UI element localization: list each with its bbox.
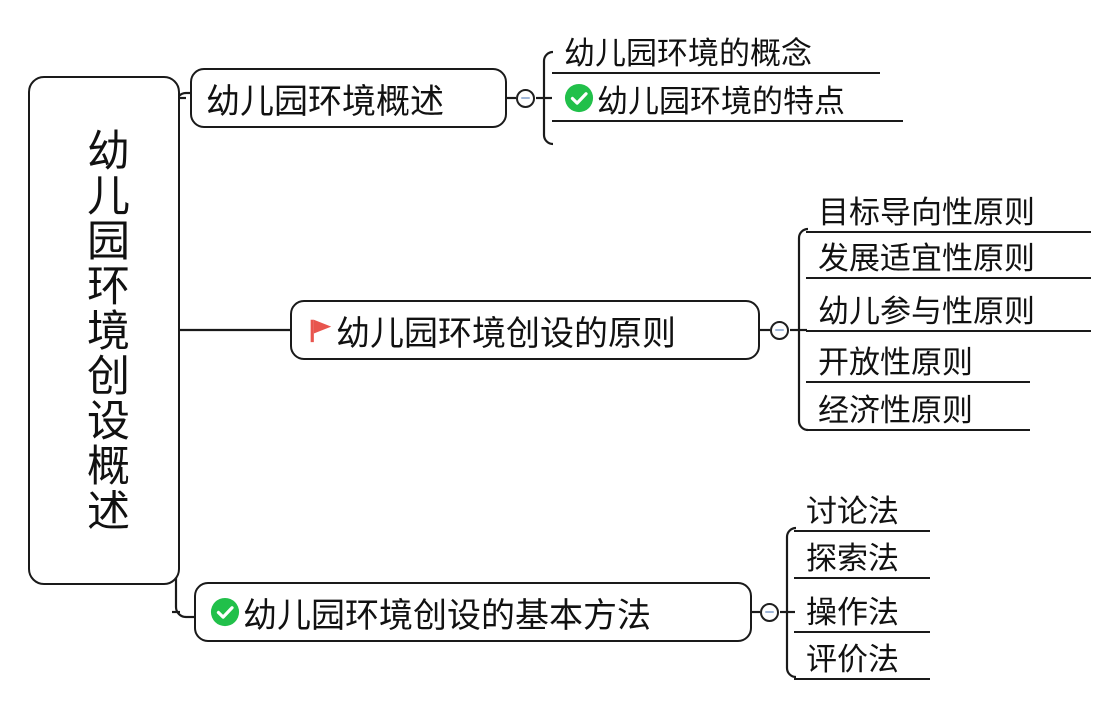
collapse-toggle-methods[interactable] [760,602,779,622]
leaf-node-principle-participation[interactable]: 幼儿参与性原则 [812,286,1098,330]
underline-principle-goal [806,231,1091,234]
underline-method-operation [794,631,930,634]
collapse-toggle-principles[interactable] [770,320,789,340]
branch-principles-label: 幼儿园环境创设的原则 [336,315,676,353]
leaf-method-operation-label: 操作法 [806,594,899,630]
leaf-node-method-exploration[interactable]: 探索法 [800,533,930,577]
branch-node-overview[interactable]: 幼儿园环境概述 [190,68,507,128]
collapse-minus-icon [765,610,774,614]
collapse-toggle-overview[interactable] [516,88,535,108]
underline-principle-participation [806,330,1091,333]
underline-principle-economy [806,429,1030,432]
branch-methods-label: 幼儿园环境创设的基本方法 [243,597,651,635]
underline-method-evaluation [794,678,930,681]
root-node[interactable]: 幼儿园环境创设概述 [28,76,180,585]
leaf-overview-features-label: 幼儿园环境的特点 [597,83,845,119]
underline-method-discussion [794,530,930,533]
leaf-node-method-operation[interactable]: 操作法 [800,587,930,631]
leaf-node-principle-goal[interactable]: 目标导向性原则 [812,187,1098,231]
branch-node-methods[interactable]: 幼儿园环境创设的基本方法 [194,582,752,642]
leaf-node-overview-features[interactable]: 幼儿园环境的特点 [558,76,903,120]
leaf-node-method-evaluation[interactable]: 评价法 [800,634,930,678]
red-flag-icon [306,315,334,345]
underline-principle-development [806,277,1091,280]
leaf-node-principle-economy[interactable]: 经济性原则 [812,385,1036,429]
root-node-label: 幼儿园环境创设概述 [80,128,128,533]
leaf-node-method-discussion[interactable]: 讨论法 [800,486,930,530]
leaf-method-evaluation-label: 评价法 [806,641,899,677]
leaf-node-principle-openness[interactable]: 开放性原则 [812,337,1036,381]
leaf-overview-concept-label: 幼儿园环境的概念 [564,35,812,71]
leaf-node-principle-development[interactable]: 发展适宜性原则 [812,233,1098,277]
underline-principle-openness [806,381,1030,384]
leaf-node-overview-concept[interactable]: 幼儿园环境的概念 [558,28,880,72]
underline-overview-features [552,120,903,123]
leaf-principle-economy-label: 经济性原则 [818,392,973,428]
branch-node-principles[interactable]: 幼儿园环境创设的原则 [290,300,760,360]
leaf-principle-participation-label: 幼儿参与性原则 [818,293,1035,329]
underline-overview-concept [552,72,880,75]
leaf-method-exploration-label: 探索法 [806,540,899,576]
leaf-principle-openness-label: 开放性原则 [818,344,973,380]
underline-method-exploration [794,577,930,580]
leaf-principle-development-label: 发展适宜性原则 [818,240,1035,276]
collapse-minus-icon [521,96,530,100]
leaf-method-discussion-label: 讨论法 [806,493,899,529]
leaf-principle-goal-label: 目标导向性原则 [818,194,1035,230]
branch-overview-label: 幼儿园环境概述 [206,83,444,121]
collapse-minus-icon [775,328,784,332]
green-check-icon [210,597,240,627]
green-check-icon [564,83,594,113]
